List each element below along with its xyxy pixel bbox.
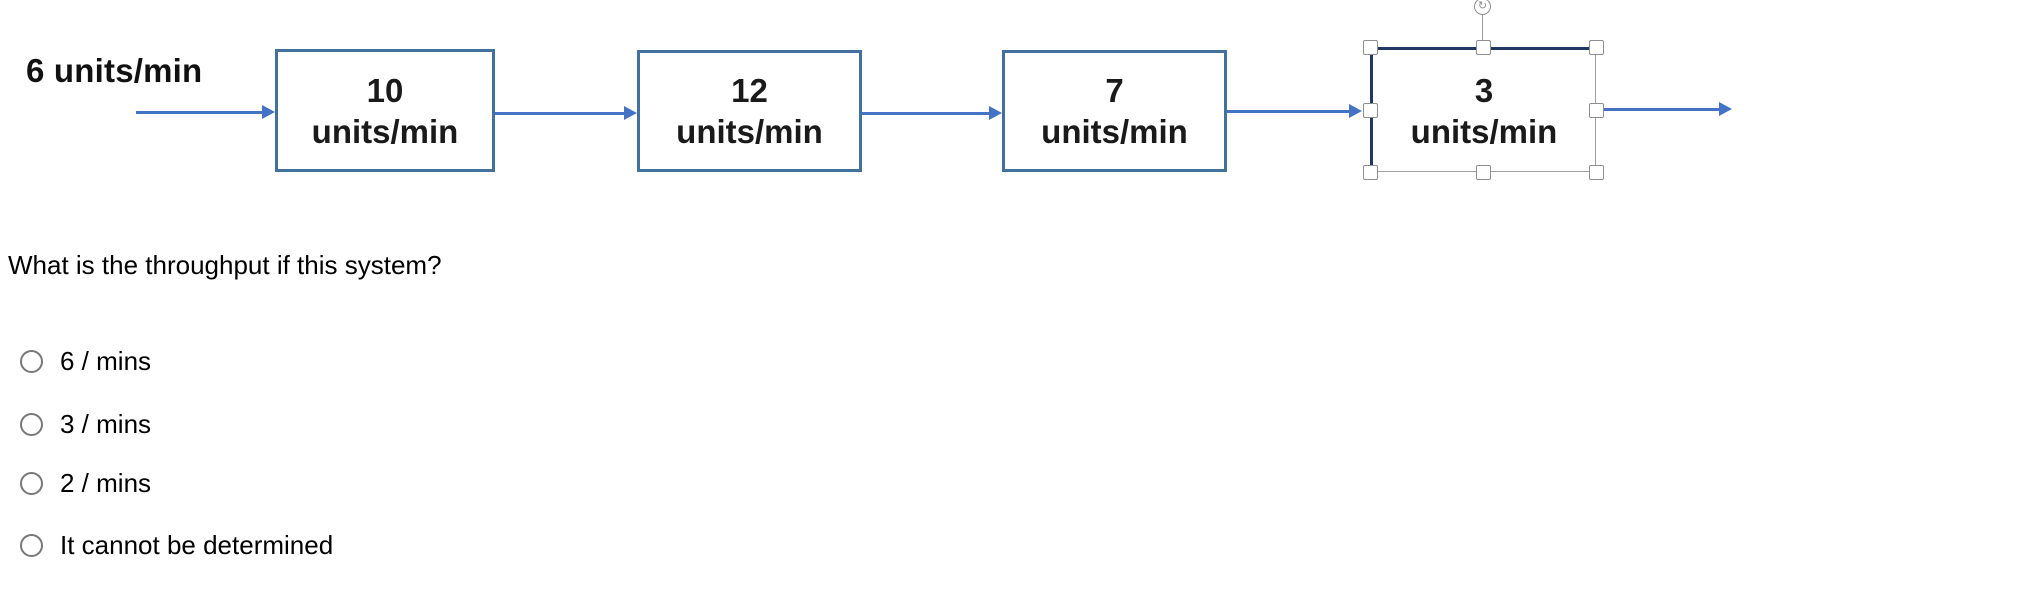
- process-flow-diagram: 6 units/min 10 units/min 12 units/min 7 …: [0, 0, 2038, 230]
- rotate-handle-stem: [1482, 13, 1483, 45]
- station-box-2[interactable]: 12 units/min: [637, 50, 862, 172]
- resize-handle-mid-left[interactable]: [1362, 102, 1378, 118]
- radio-button[interactable]: [20, 471, 43, 495]
- rotate-handle-icon[interactable]: ↻: [1474, 0, 1491, 15]
- arrow-shaft: [495, 111, 626, 115]
- option-label[interactable]: 2 / mins: [60, 467, 152, 498]
- input-rate-label: 6 units/min: [26, 52, 203, 89]
- radio-button[interactable]: [20, 349, 43, 373]
- arrow-head-icon: [1349, 104, 1362, 118]
- station-unit: units/min: [1410, 112, 1558, 150]
- flow-arrow-out[interactable]: [1604, 101, 1732, 117]
- option-label[interactable]: It cannot be determined: [60, 529, 334, 560]
- resize-handle-mid-right[interactable]: [1588, 102, 1604, 118]
- resize-handle-top-left[interactable]: [1362, 39, 1378, 55]
- station-rate: 12: [731, 72, 768, 109]
- resize-handle-bottom-right[interactable]: [1588, 164, 1604, 180]
- station-unit: units/min: [676, 113, 823, 150]
- option-label[interactable]: 6 / mins: [60, 345, 152, 376]
- flow-arrow-2-3[interactable]: [862, 105, 1002, 121]
- station-rate: 3: [1474, 71, 1494, 109]
- radio-button[interactable]: [20, 412, 43, 436]
- option-2-mins[interactable]: 2 / mins: [20, 467, 151, 499]
- option-label[interactable]: 3 / mins: [60, 408, 152, 439]
- arrow-head-icon: [262, 105, 275, 119]
- station-box-3[interactable]: 7 units/min: [1002, 50, 1227, 172]
- station-box-4-selected[interactable]: 3 units/min: [1370, 47, 1596, 172]
- station-box-1[interactable]: 10 units/min: [275, 49, 495, 172]
- arrow-head-icon: [624, 106, 637, 120]
- flow-arrow-3-4[interactable]: [1227, 103, 1362, 119]
- flow-arrow-1-2[interactable]: [495, 105, 637, 121]
- station-unit: units/min: [1041, 113, 1188, 150]
- station-unit: units/min: [311, 112, 459, 150]
- flow-arrow-in[interactable]: [136, 104, 275, 120]
- station-rate: 10: [366, 71, 404, 109]
- option-3-mins[interactable]: 3 / mins: [20, 408, 151, 440]
- resize-handle-top-right[interactable]: [1588, 39, 1604, 55]
- resize-handle-bottom-mid[interactable]: [1475, 164, 1491, 180]
- arrow-head-icon: [989, 106, 1002, 120]
- option-cannot-be-determined[interactable]: It cannot be determined: [20, 529, 333, 561]
- arrow-shaft: [136, 110, 264, 114]
- arrow-shaft: [1227, 109, 1351, 113]
- resize-handle-bottom-left[interactable]: [1362, 164, 1378, 180]
- arrow-head-icon: [1719, 102, 1732, 116]
- option-6-mins[interactable]: 6 / mins: [20, 345, 151, 377]
- radio-button[interactable]: [20, 533, 43, 557]
- question-text: What is the throughput if this system?: [8, 250, 442, 280]
- station-rate: 7: [1105, 72, 1124, 109]
- resize-handle-top-mid[interactable]: [1475, 39, 1491, 55]
- arrow-shaft: [1604, 107, 1721, 111]
- arrow-shaft: [862, 111, 991, 115]
